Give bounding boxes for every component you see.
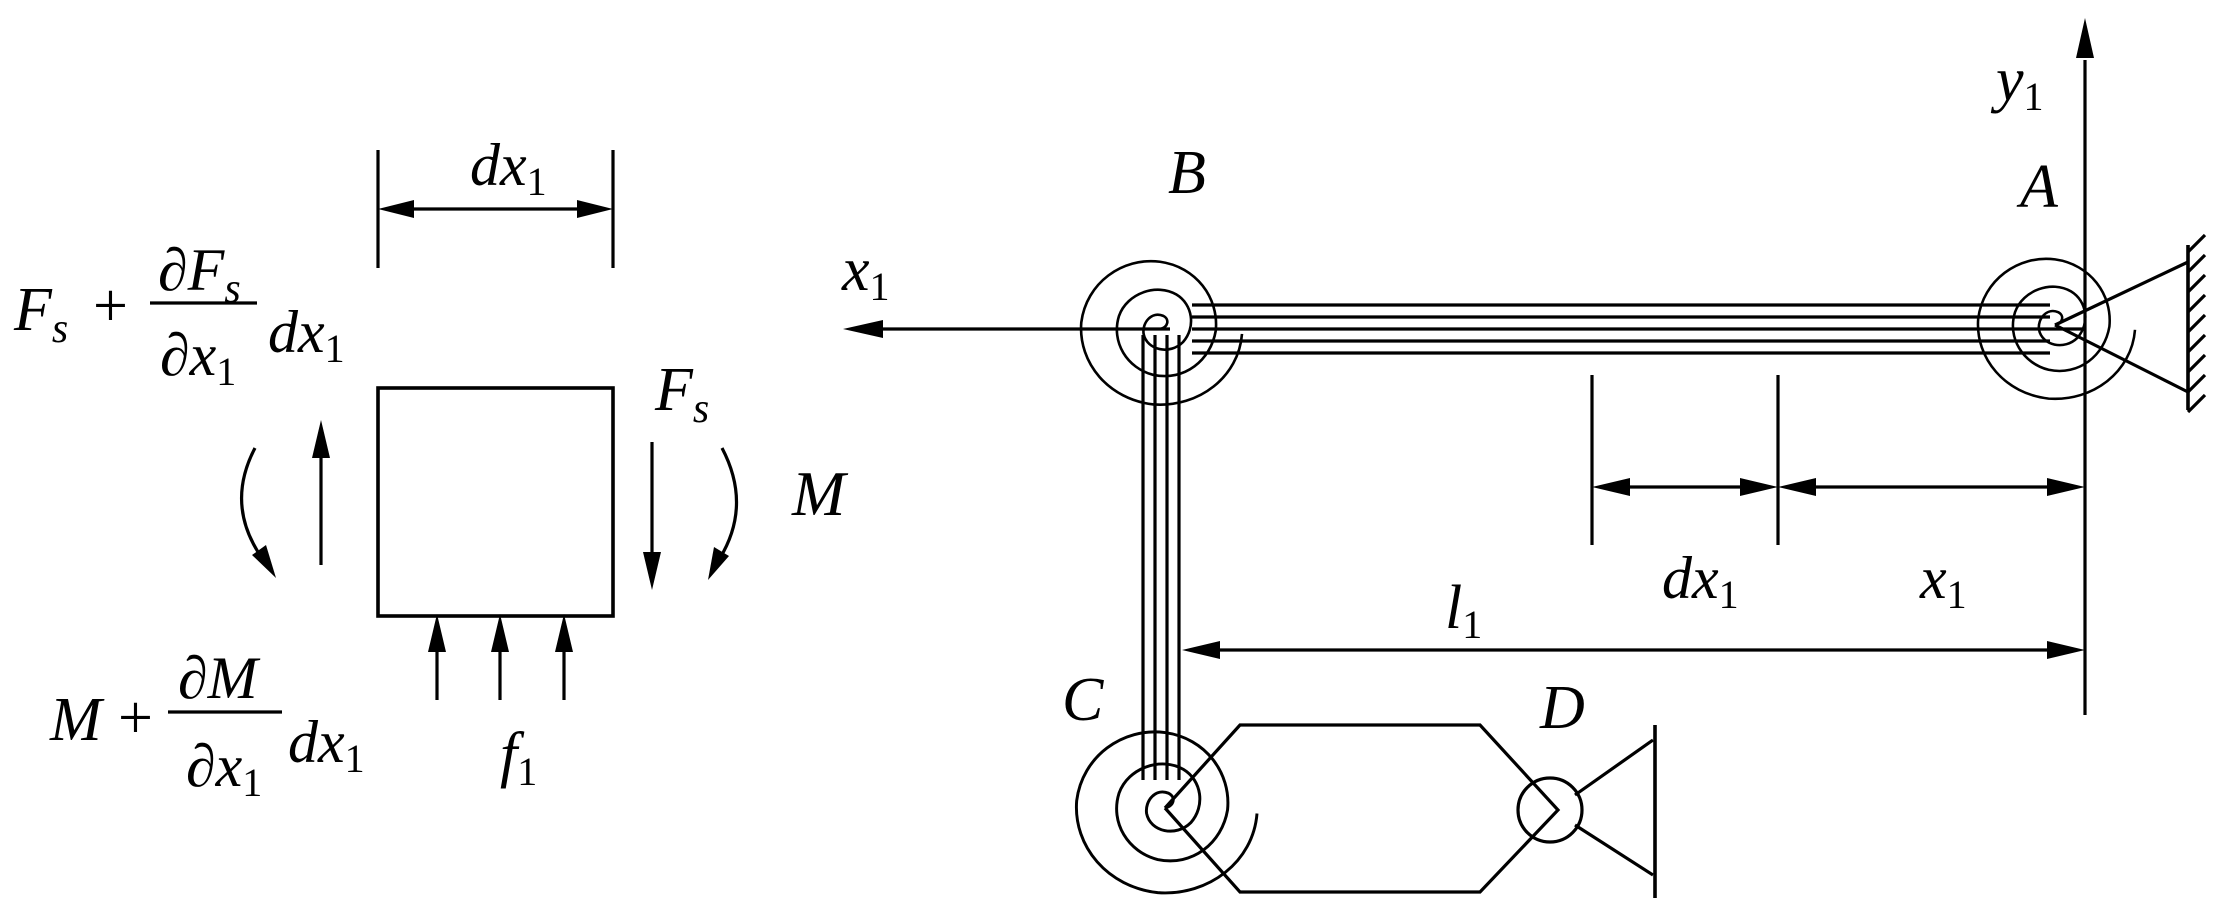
dim-x-label: x1 [1919,545,1967,617]
joint-b-spring [1079,259,1244,406]
segment-dimensions: dx1 x1 [1590,375,2085,617]
width-label: dx1 [470,132,547,204]
beam-element [376,386,615,618]
joint-c-label: C [1062,666,1104,734]
length-dimension: l1 [1182,574,2085,659]
y-axis-label: y1 [1990,46,2044,119]
frame-diagram: y1 x1 B [841,18,2207,898]
svg-text:dx1: dx1 [268,299,345,371]
fixed-support-a [2054,233,2207,414]
distributed-load-arrows [428,614,573,700]
right-shear-arrow [643,442,661,590]
joint-a-label: A [2016,153,2059,221]
svg-text:dx1: dx1 [288,709,365,781]
left-shear-arrow [312,420,330,565]
joint-d-label: D [1539,674,1585,742]
member-bc [1141,335,1181,780]
moment-left-label: M + ∂M ∂x1 dx1 [49,645,365,805]
moment-right-label: M [791,458,849,529]
member-ba [1192,303,2085,355]
distributed-load-label: f1 [500,721,537,794]
svg-text:∂M: ∂M [178,645,261,711]
svg-text:∂x1: ∂x1 [160,322,236,394]
shear-right-label: Fs [654,356,709,432]
x-axis-label: x1 [841,236,890,309]
width-dimension: dx1 [376,132,615,268]
pin-d-support [1516,725,1657,898]
svg-text:+: + [118,684,153,752]
body-cd [1163,723,1561,894]
joint-b-label: B [1168,139,1206,207]
left-moment-arc [240,447,276,578]
x-axis: x1 [841,236,1170,338]
shear-left-label: Fs + ∂Fs ∂x1 dx1 [13,237,345,394]
svg-text:∂x1: ∂x1 [186,733,262,805]
svg-text:M: M [49,686,105,754]
svg-text:+: + [93,272,128,340]
svg-text:Fs: Fs [13,276,68,352]
svg-text:∂Fs: ∂Fs [158,237,241,312]
y-axis: y1 [1990,18,2094,715]
dim-l-label: l1 [1445,574,1482,647]
element-diagram: dx1 [13,132,849,805]
dim-dx-label: dx1 [1662,545,1739,617]
right-moment-arc [708,447,739,580]
